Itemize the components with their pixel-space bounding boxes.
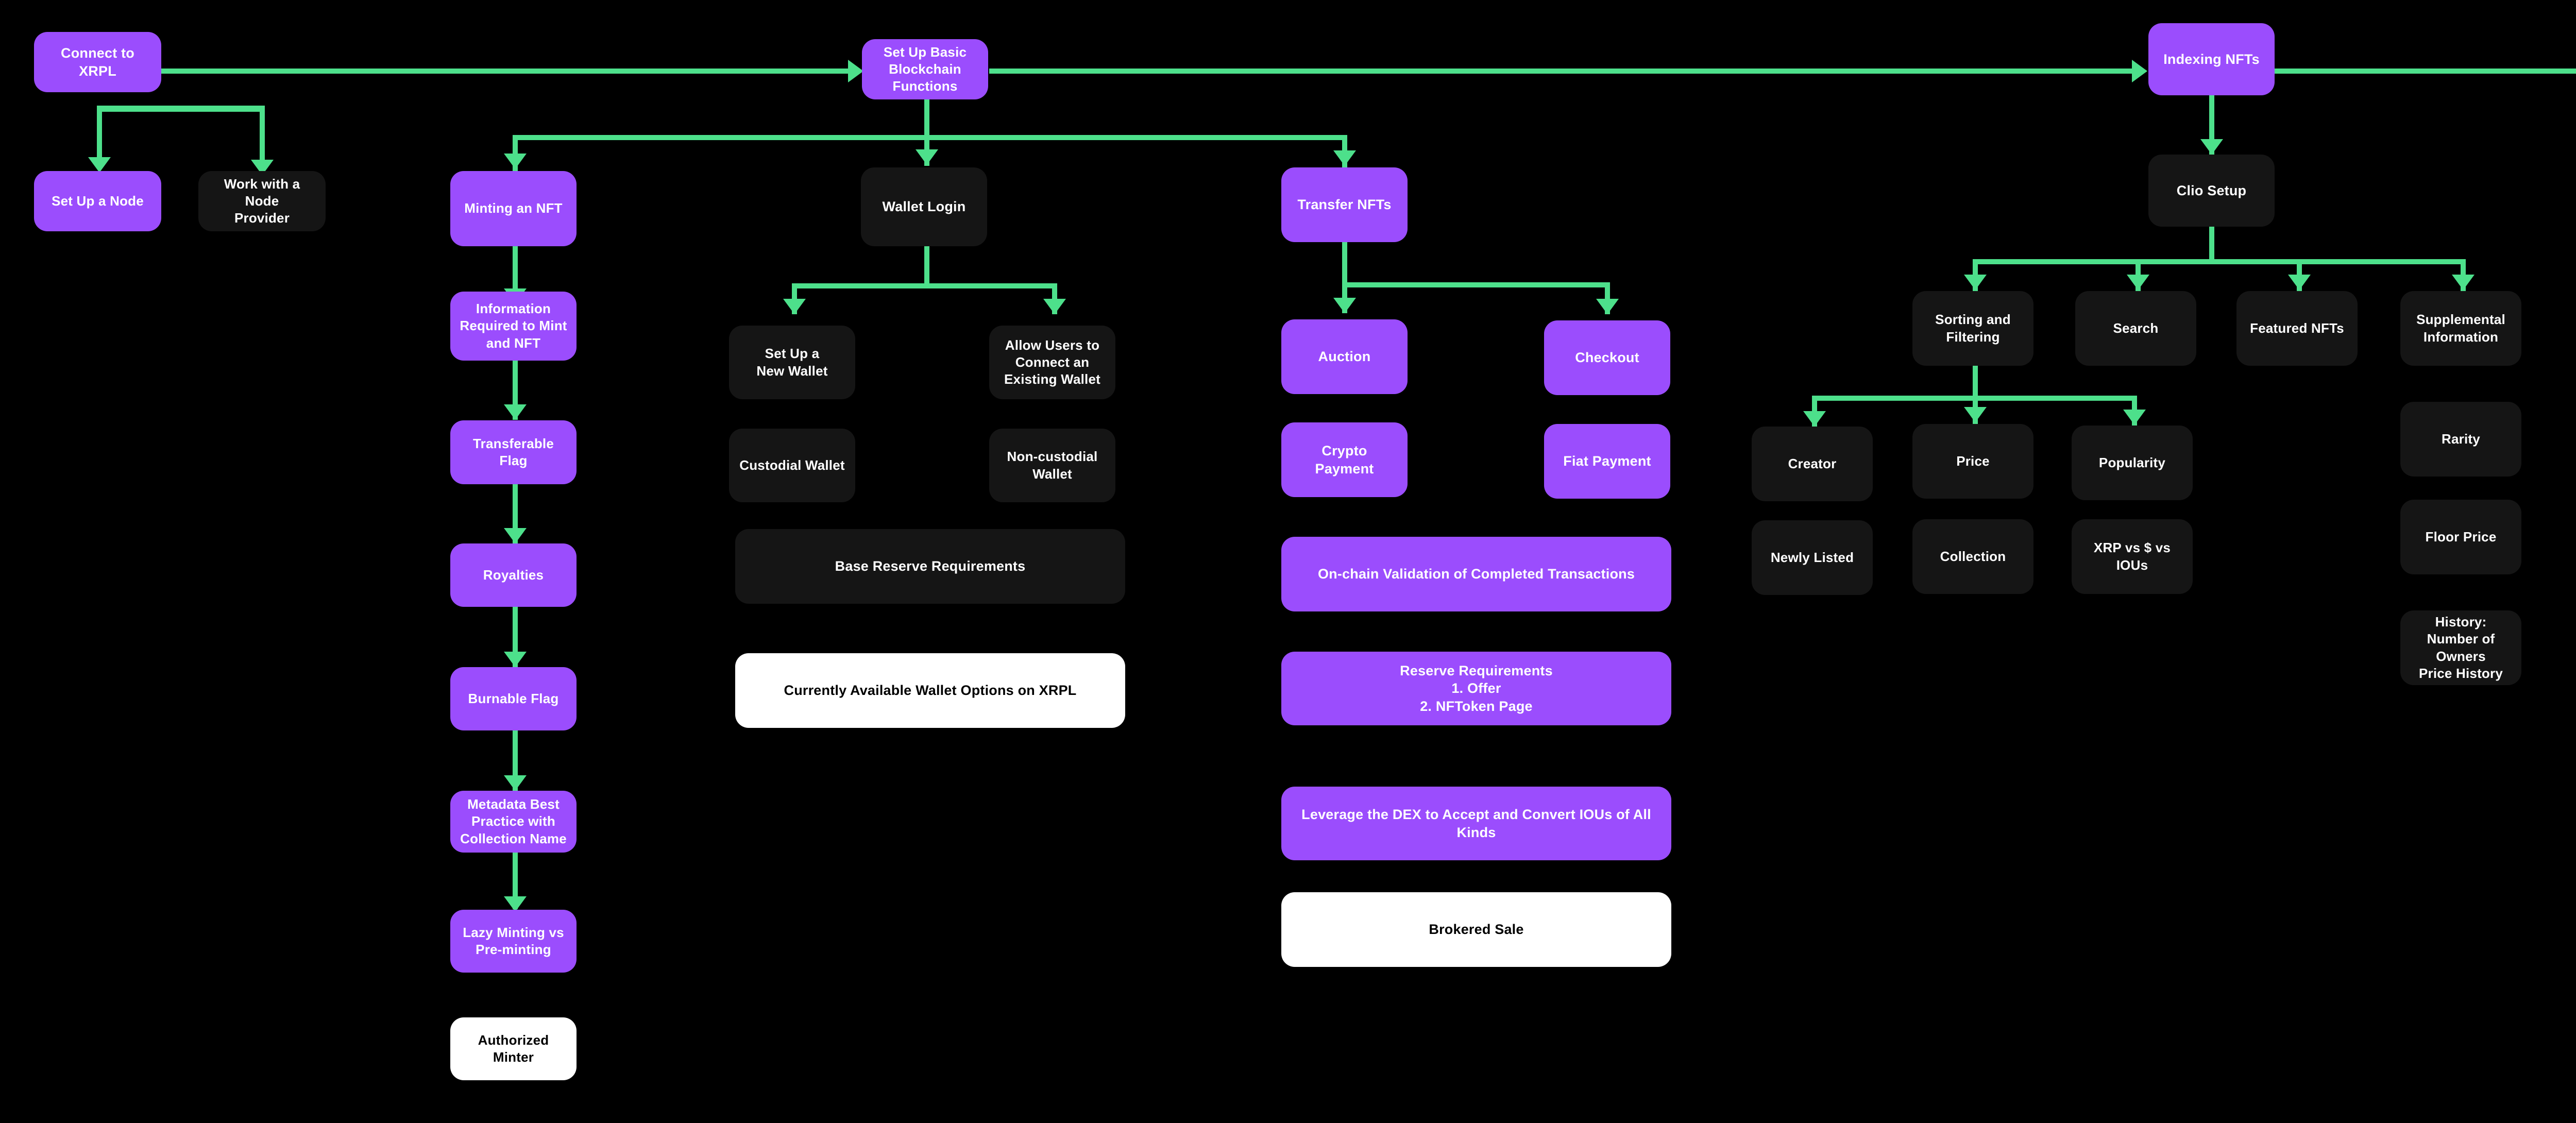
edge-clio-stem <box>2209 227 2214 263</box>
arrowhead-burnable-in <box>504 652 527 667</box>
node-set-up-a-node[interactable]: Set Up a Node <box>34 171 161 231</box>
edge-sorting-stem <box>1973 366 1978 402</box>
arrowhead-indexing-in <box>2132 60 2147 82</box>
node-history[interactable]: History: Number of Owners Price History <box>2400 610 2521 685</box>
node-wallet-login[interactable]: Wallet Login <box>861 167 987 246</box>
arrowhead-checkout-in <box>1596 299 1619 314</box>
node-popularity[interactable]: Popularity <box>2072 426 2193 500</box>
arrowhead-metadata-in <box>504 775 527 791</box>
edge-connect-to-basicfunctions <box>161 69 848 74</box>
arrowhead-lazy-in <box>504 896 527 912</box>
edge-info-to-transferable <box>513 361 518 420</box>
arrowhead-supplemental-in <box>2452 275 2475 290</box>
edge-to-minting <box>513 135 518 171</box>
arrowhead-royalties-in <box>504 528 527 543</box>
edge-connect-to-setupnode <box>97 106 102 162</box>
edge-transferable-to-royalties <box>513 484 518 543</box>
node-onchain-validation[interactable]: On-chain Validation of Completed Transac… <box>1281 537 1671 611</box>
arrowhead-popularity-in <box>2123 410 2146 425</box>
edge-royalties-to-burnable <box>513 607 518 668</box>
arrowhead-existingwallet-in <box>1043 299 1066 314</box>
edge-metadata-to-lazy <box>513 853 518 909</box>
edge-to-checkout <box>1605 282 1610 314</box>
node-brokered-sale[interactable]: Brokered Sale <box>1281 892 1671 967</box>
edge-walletlogin-stem <box>924 246 929 287</box>
node-fiat-payment[interactable]: Fiat Payment <box>1544 424 1670 499</box>
arrowhead-newwallet-in <box>783 299 806 314</box>
edge-walletlogin-branch-bar <box>792 283 1057 288</box>
node-currently-available-wallet-options[interactable]: Currently Available Wallet Options on XR… <box>735 653 1125 728</box>
edge-transfernfts-branch-bar <box>1342 282 1610 287</box>
edge-burnable-to-metadata <box>513 730 518 791</box>
arrowhead-transferable-in <box>504 404 527 420</box>
arrowhead-basicfunctions-in <box>848 60 863 82</box>
node-crypto-payment[interactable]: Crypto Payment <box>1281 422 1408 497</box>
arrowhead-minting-in <box>504 154 527 169</box>
node-reserve-requirements[interactable]: Reserve Requirements 1. Offer 2. NFToken… <box>1281 652 1671 725</box>
edge-indexing-to-caching <box>2275 69 2576 74</box>
node-allow-users-connect-existing-wallet[interactable]: Allow Users to Connect an Existing Walle… <box>989 326 1115 399</box>
arrowhead-walletlogin-in <box>916 149 938 165</box>
node-xrp-vs-dollar-vs-ious[interactable]: XRP vs $ vs IOUs <box>2072 519 2193 594</box>
node-lazy-minting-vs-preminting[interactable]: Lazy Minting vs Pre-minting <box>450 910 577 973</box>
node-connect-to-xrpl[interactable]: Connect to XRPL <box>34 32 161 92</box>
node-leverage-the-dex[interactable]: Leverage the DEX to Accept and Convert I… <box>1281 787 1671 860</box>
node-metadata-best-practice[interactable]: Metadata Best Practice with Collection N… <box>450 791 577 853</box>
node-rarity[interactable]: Rarity <box>2400 402 2521 477</box>
node-checkout[interactable]: Checkout <box>1544 320 1670 395</box>
node-non-custodial-wallet[interactable]: Non-custodial Wallet <box>989 429 1115 502</box>
node-base-reserve-requirements[interactable]: Base Reserve Requirements <box>735 529 1125 604</box>
node-price[interactable]: Price <box>1912 424 2033 499</box>
edge-clio-branch-bar <box>1973 259 2461 264</box>
node-set-up-basic-blockchain-functions[interactable]: Set Up Basic Blockchain Functions <box>862 39 988 99</box>
node-custodial-wallet[interactable]: Custodial Wallet <box>729 429 855 502</box>
edge-minting-to-info <box>513 246 518 303</box>
edge-connect-to-nodeprovider <box>260 106 265 162</box>
node-floor-price[interactable]: Floor Price <box>2400 500 2521 574</box>
node-collection[interactable]: Collection <box>1912 519 2033 594</box>
edge-transfernfts-stem <box>1342 242 1347 283</box>
edge-basicfunctions-stem <box>924 99 929 138</box>
node-search[interactable]: Search <box>2075 291 2196 366</box>
node-information-required-to-mint[interactable]: Information Required to Mint and NFT <box>450 292 577 361</box>
arrowhead-transfernfts-in <box>1333 150 1356 166</box>
node-burnable-flag[interactable]: Burnable Flag <box>450 667 577 730</box>
edge-basicfunctions-to-indexing <box>989 69 2132 74</box>
arrowhead-creator-in <box>1803 411 1826 427</box>
node-clio-setup[interactable]: Clio Setup <box>2148 155 2275 227</box>
node-indexing-nfts[interactable]: Indexing NFTs <box>2148 23 2275 95</box>
node-featured-nfts[interactable]: Featured NFTs <box>2236 291 2358 366</box>
arrowhead-auction-in <box>1333 298 1356 313</box>
node-royalties[interactable]: Royalties <box>450 543 577 607</box>
node-minting-an-nft[interactable]: Minting an NFT <box>450 171 577 246</box>
node-work-with-a-node-provider[interactable]: Work with a Node Provider <box>198 171 326 231</box>
node-transfer-nfts[interactable]: Transfer NFTs <box>1281 167 1408 242</box>
edge-indexing-to-clio <box>2209 95 2214 155</box>
arrowhead-setupnode-in <box>88 157 111 173</box>
arrowhead-sorting-in <box>1964 275 1987 290</box>
arrowhead-price-in <box>1964 407 1987 422</box>
edge-basicfunctions-branch-bar <box>513 135 1347 140</box>
edge-connect-branch-bar2 <box>97 106 265 111</box>
arrowhead-search-in <box>2127 275 2149 290</box>
node-newly-listed[interactable]: Newly Listed <box>1752 520 1873 595</box>
node-creator[interactable]: Creator <box>1752 427 1873 501</box>
node-supplemental-information[interactable]: Supplemental Information <box>2400 291 2521 366</box>
node-authorized-minter[interactable]: Authorized Minter <box>450 1017 577 1080</box>
arrowhead-clio-in <box>2200 139 2223 155</box>
node-set-up-a-new-wallet[interactable]: Set Up a New Wallet <box>729 326 855 399</box>
node-sorting-and-filtering[interactable]: Sorting and Filtering <box>1912 291 2033 366</box>
node-transferable-flag[interactable]: Transferable Flag <box>450 420 577 484</box>
arrowhead-featured-in <box>2288 275 2311 290</box>
node-auction[interactable]: Auction <box>1281 319 1408 394</box>
